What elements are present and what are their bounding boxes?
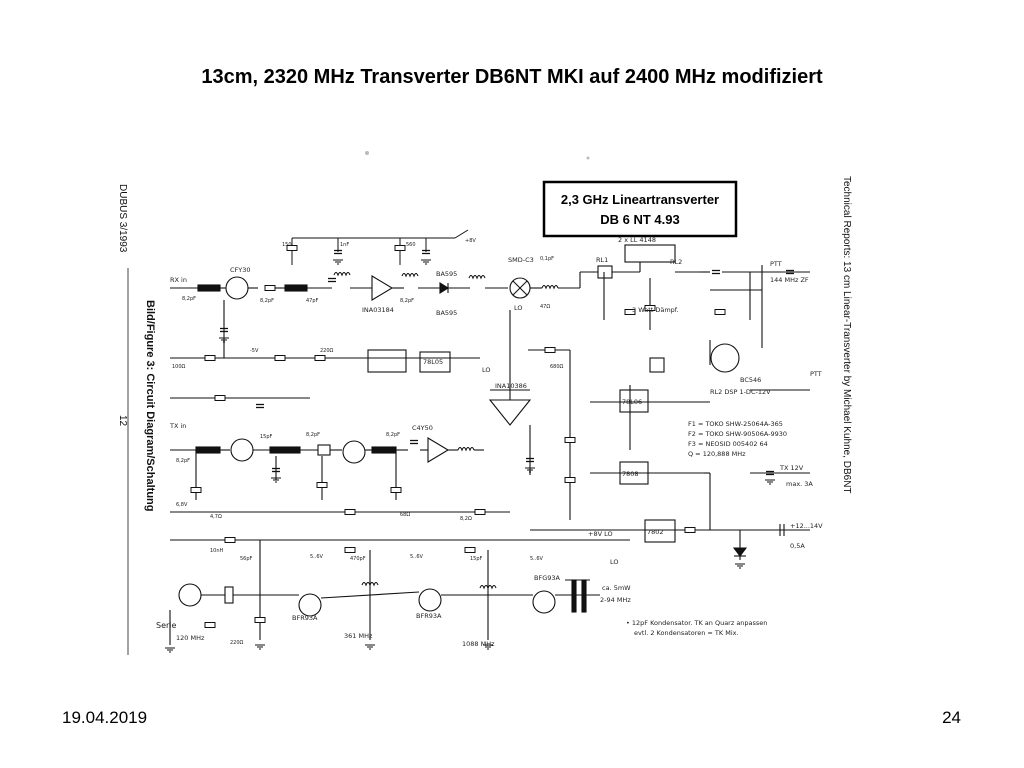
label-attenuator: 3 Watt Dämpf. bbox=[632, 306, 679, 314]
label-note-q: Q = 120,888 MHz bbox=[688, 450, 746, 458]
circuit-diagram: DUBUS 3/1993 Bild/Figure 3: Circuit Diag… bbox=[117, 151, 852, 655]
svg-text:15pF: 15pF bbox=[260, 434, 273, 440]
label-7808: 7808 bbox=[622, 470, 639, 478]
svg-text:0,1pF: 0,1pF bbox=[540, 256, 554, 262]
label-lo-freq: 2-94 MHz bbox=[600, 596, 631, 604]
diagram-title-box: 2,3 GHz Lineartransverter DB 6 NT 4.93 bbox=[542, 180, 738, 238]
label-plus12v: +12...14V bbox=[790, 522, 823, 530]
label-rl1: RL1 bbox=[596, 256, 608, 264]
label-tx-12v: TX 12V bbox=[779, 464, 804, 472]
svg-text:680Ω: 680Ω bbox=[550, 364, 564, 370]
label-lo-1: LO bbox=[514, 304, 523, 312]
svg-text:68Ω: 68Ω bbox=[400, 512, 410, 518]
title-box-line-2: DB 6 NT 4.93 bbox=[600, 212, 679, 227]
svg-text:8,2pF: 8,2pF bbox=[176, 458, 190, 464]
svg-text:47Ω: 47Ω bbox=[540, 304, 550, 310]
svg-text:1nF: 1nF bbox=[340, 242, 349, 248]
label-rx-in: RX in bbox=[170, 276, 187, 284]
svg-text:150: 150 bbox=[282, 242, 292, 248]
label-bfg-c: BFG93A bbox=[534, 574, 561, 582]
label-ina03184: INA03184 bbox=[362, 306, 394, 314]
label-tx-in: TX in bbox=[169, 422, 186, 430]
label-ba595-b: BA595 bbox=[436, 309, 457, 317]
footer-page-number: 24 bbox=[942, 708, 961, 727]
tx-chain bbox=[170, 394, 510, 516]
svg-text:8,2pF: 8,2pF bbox=[260, 298, 274, 304]
mid-chain bbox=[170, 300, 576, 520]
margin-dubus: DUBUS 3/1993 bbox=[117, 184, 128, 253]
label-rl2-top: RL2 bbox=[670, 258, 682, 266]
label-78l05: 78L05 bbox=[423, 358, 443, 366]
label-note-line-2: evtl. 2 Kondensatoren = TK Mix. bbox=[634, 629, 739, 637]
svg-text:4,7Ω: 4,7Ω bbox=[210, 514, 222, 520]
label-note-f2: F2 = TOKO SHW-90506A-9930 bbox=[688, 430, 787, 438]
label-smd-c3: SMD-C3 bbox=[508, 256, 534, 264]
circuit-diagram-scan: DUBUS 3/1993 Bild/Figure 3: Circuit Diag… bbox=[110, 140, 870, 670]
svg-text:8,2pF: 8,2pF bbox=[400, 298, 414, 304]
svg-text:5..6V: 5..6V bbox=[410, 554, 424, 560]
svg-text:47pF: 47pF bbox=[306, 298, 319, 304]
label-relay-note: RL2 DSP 1-DC-12V bbox=[710, 388, 771, 396]
component-values: 150 1nF 560 +8V 8,2pF 8,2pF 47pF 8,2pF 0,1pF 4… bbox=[172, 238, 564, 646]
lo-chain bbox=[169, 536, 630, 645]
svg-text:100Ω: 100Ω bbox=[172, 364, 186, 370]
label-c4y50: C4Y50 bbox=[412, 424, 433, 432]
label-ptt-2: PTT bbox=[810, 370, 822, 378]
svg-text:5..6V: 5..6V bbox=[310, 554, 324, 560]
margin-page: 12 bbox=[117, 415, 128, 427]
label-ba595-a: BA595 bbox=[436, 270, 457, 278]
svg-text:6,8V: 6,8V bbox=[176, 502, 188, 508]
label-q-freq-1: 120 MHz bbox=[176, 634, 205, 642]
footer-date: 19.04.2019 bbox=[62, 708, 148, 727]
svg-text:10nH: 10nH bbox=[210, 548, 224, 554]
power-rail-top bbox=[286, 229, 469, 265]
svg-text:220Ω: 220Ω bbox=[320, 348, 334, 354]
label-lo-2: LO bbox=[482, 366, 491, 374]
svg-text:470pF: 470pF bbox=[350, 556, 366, 562]
label-ptt-1: PTT bbox=[770, 260, 782, 268]
label-lo-out: ca. 5mW bbox=[602, 584, 631, 592]
label-bfr-a: BFR93A bbox=[292, 614, 318, 622]
margin-technical-reports: Technical Reports: 13 cm Linear-Transver… bbox=[841, 176, 852, 494]
label-bc546: BC546 bbox=[740, 376, 761, 384]
label-note-f3: F3 = NEOSID 005402 64 bbox=[688, 440, 768, 448]
label-note-line-1: • 12pF Kondensator. TK an Quarz anpassen bbox=[626, 619, 767, 627]
rx-chain bbox=[170, 244, 763, 330]
label-q-freq-3: 1088 MHz bbox=[462, 640, 495, 648]
svg-text:+8V: +8V bbox=[465, 238, 476, 244]
label-ina10386: INA10386 bbox=[495, 382, 527, 390]
label-bfr-b: BFR93A bbox=[416, 612, 442, 620]
label-serie: Serie bbox=[156, 621, 177, 630]
svg-text:8,2pF: 8,2pF bbox=[182, 296, 196, 302]
svg-text:220Ω: 220Ω bbox=[230, 640, 244, 646]
svg-text:-5V: -5V bbox=[250, 348, 259, 354]
label-plus-8v-lo: +8V LO bbox=[588, 530, 613, 538]
label-7802: 7802 bbox=[647, 528, 664, 536]
switching-section bbox=[530, 269, 810, 560]
label-cfy30: CFY30 bbox=[230, 266, 251, 274]
svg-text:8,2Ω: 8,2Ω bbox=[460, 516, 472, 522]
label-q-freq-2: 361 MHz bbox=[344, 632, 373, 640]
label-diodes: 2 x LL 4148 bbox=[618, 236, 656, 244]
margin-figure-caption: Bild/Figure 3: Circuit Diagram/Schaltung bbox=[144, 300, 156, 511]
svg-text:56pF: 56pF bbox=[240, 556, 253, 562]
label-max-3a: max. 3A bbox=[786, 480, 813, 488]
label-note-f1: F1 = TOKO SHW-25064A-365 bbox=[688, 420, 783, 428]
svg-text:5..6V: 5..6V bbox=[530, 556, 544, 562]
svg-text:15pF: 15pF bbox=[470, 556, 483, 562]
slide-title: 13cm, 2320 MHz Transverter DB6NT MKI auf… bbox=[201, 66, 823, 88]
svg-text:8,2pF: 8,2pF bbox=[386, 432, 400, 438]
label-lo-3: LO bbox=[610, 558, 619, 566]
label-78l06: 78L06 bbox=[622, 398, 642, 406]
label-if-out: 144 MHz ZF bbox=[770, 276, 809, 284]
svg-text:8,2pF: 8,2pF bbox=[306, 432, 320, 438]
label-fuse: 0,5A bbox=[790, 542, 805, 550]
title-box-line-1: 2,3 GHz Lineartransverter bbox=[561, 192, 719, 207]
circuit-labels: RX in CFY30 INA03184 BA595 BA595 SMD-C3 … bbox=[156, 236, 823, 648]
svg-text:560: 560 bbox=[406, 242, 416, 248]
